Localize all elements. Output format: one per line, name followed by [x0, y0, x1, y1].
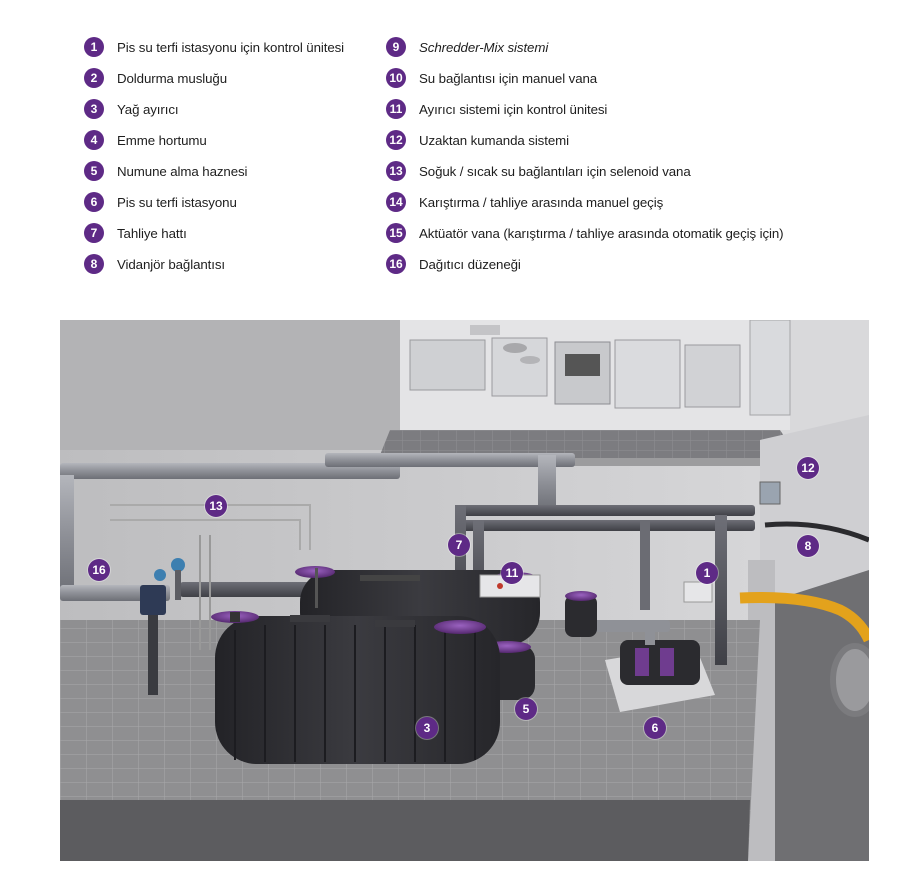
legend-label: Pis su terfi istasyonu için kontrol ünit…	[117, 39, 345, 55]
legend-badge: 4	[84, 130, 104, 150]
legend-item-15: 15 Aktüatör vana (karıştırma / tahliye a…	[386, 222, 784, 244]
legend-badge: 13	[386, 161, 406, 181]
legend-item-7: 7 Tahliye hattı	[84, 222, 187, 244]
sewage-lifting-station	[605, 620, 715, 712]
legend-badge: 12	[386, 130, 406, 150]
legend-item-3: 3 Yağ ayırıcı	[84, 98, 179, 120]
legend-badge: 11	[386, 99, 406, 119]
legend-item-10: 10 Su bağlantısı için manuel vana	[386, 67, 597, 89]
legend-label: Aktüatör vana (karıştırma / tahliye aras…	[419, 225, 784, 241]
legend-label: Doldurma musluğu	[117, 70, 227, 86]
legend-label: Pis su terfi istasyonu	[117, 194, 237, 210]
marker-8: 8	[797, 535, 819, 557]
marker-1: 1	[696, 562, 718, 584]
legend-badge: 14	[386, 192, 406, 212]
ground-outside	[775, 570, 869, 861]
legend-label: Karıştırma / tahliye arasında manuel geç…	[419, 194, 664, 210]
legend-label: Schredder-Mix sistemi	[419, 39, 549, 55]
marker-11: 11	[501, 562, 523, 584]
legend-label: Emme hortumu	[117, 132, 207, 148]
floor-section	[60, 800, 750, 861]
legend-item-9: 9 Schredder-Mix sistemi	[386, 36, 548, 58]
lifting-control-unit	[683, 581, 713, 603]
legend-item-2: 2 Doldurma musluğu	[84, 67, 227, 89]
legend-item-13: 13 Soğuk / sıcak su bağlantıları için se…	[386, 160, 691, 182]
legend-item-12: 12 Uzaktan kumanda sistemi	[386, 129, 569, 151]
marker-12: 12	[797, 457, 819, 479]
legend-item-11: 11 Ayırıcı sistemi için kontrol ünitesi	[386, 98, 607, 120]
marker-3: 3	[416, 717, 438, 739]
legend-badge: 7	[84, 223, 104, 243]
legend-label: Soğuk / sıcak su bağlantıları için selen…	[419, 163, 691, 179]
suction-hose	[739, 592, 869, 643]
marker-6: 6	[644, 717, 666, 739]
installation-drawing	[60, 320, 869, 861]
schredder-mix-unit	[565, 591, 597, 637]
kitchen-above	[378, 320, 800, 466]
legend-label: Numune alma haznesi	[117, 163, 248, 179]
legend-item-16: 16 Dağıtıcı düzeneği	[386, 253, 521, 275]
legend-badge: 1	[84, 37, 104, 57]
grease-separator	[211, 611, 500, 764]
marker-16: 16	[88, 559, 110, 581]
marker-7: 7	[448, 534, 470, 556]
legend-item-8: 8 Vidanjör bağlantısı	[84, 253, 225, 275]
legend-item-14: 14 Karıştırma / tahliye arasında manuel …	[386, 191, 663, 213]
legend-badge: 16	[386, 254, 406, 274]
legend-badge: 9	[386, 37, 406, 57]
legend-label: Vidanjör bağlantısı	[117, 256, 226, 272]
legend-item-1: 1 Pis su terfi istasyonu için kontrol ün…	[84, 36, 344, 58]
legend-badge: 2	[84, 68, 104, 88]
legend-item-4: 4 Emme hortumu	[84, 129, 207, 151]
legend-item-5: 5 Numune alma haznesi	[84, 160, 248, 182]
distributor-assembly	[140, 558, 185, 695]
legend-badge: 6	[84, 192, 104, 212]
remote-control-box	[759, 481, 781, 505]
plant-illustration: 1 3 5 6 7 8 11 12 13 16	[60, 320, 869, 861]
legend-item-6: 6 Pis su terfi istasyonu	[84, 191, 237, 213]
legend-label: Ayırıcı sistemi için kontrol ünitesi	[419, 101, 608, 117]
pipework	[60, 453, 869, 665]
legend-label: Dağıtıcı düzeneği	[419, 256, 521, 272]
marker-13: 13	[205, 495, 227, 517]
legend-badge: 5	[84, 161, 104, 181]
legend: 1 Pis su terfi istasyonu için kontrol ün…	[0, 0, 902, 300]
legend-badge: 10	[386, 68, 406, 88]
legend-label: Tahliye hattı	[117, 225, 187, 241]
legend-label: Su bağlantısı için manuel vana	[419, 70, 598, 86]
legend-label: Uzaktan kumanda sistemi	[419, 132, 569, 148]
legend-label: Yağ ayırıcı	[117, 101, 179, 117]
upper-concrete-wall	[60, 320, 400, 460]
outside-sewer-pipe	[830, 643, 869, 717]
marker-5: 5	[515, 698, 537, 720]
legend-badge: 8	[84, 254, 104, 274]
legend-badge: 3	[84, 99, 104, 119]
legend-badge: 15	[386, 223, 406, 243]
